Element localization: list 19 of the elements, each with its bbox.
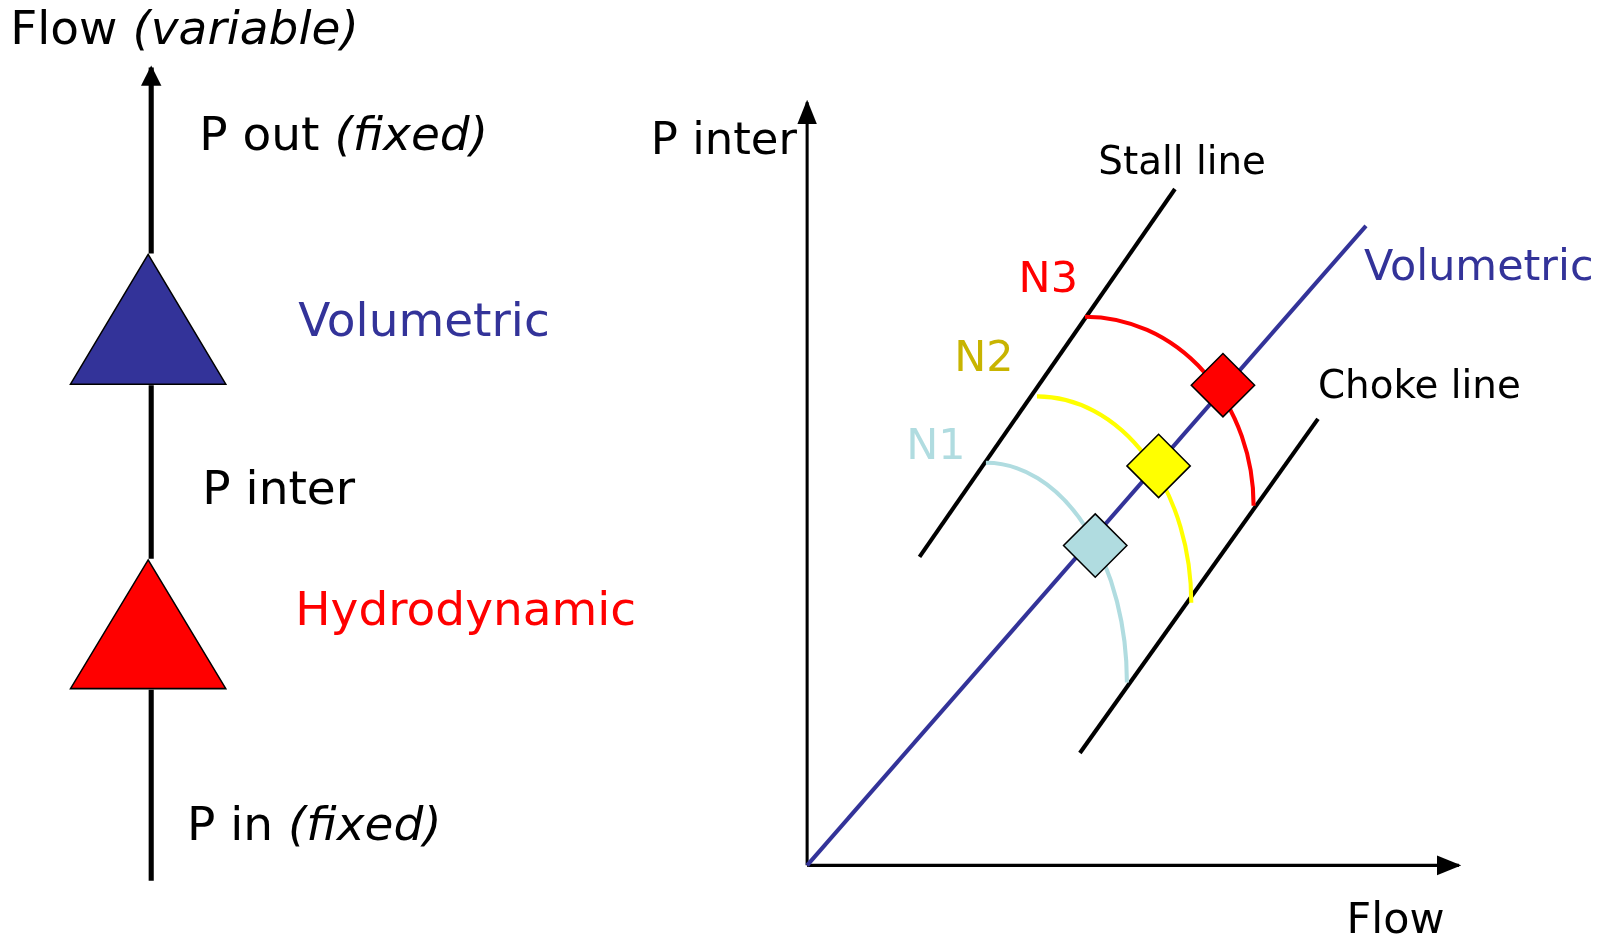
speed-label: N1 [906, 420, 966, 469]
speed-label: N2 [954, 333, 1014, 381]
flow-line [148, 689, 154, 881]
pressure-label: P in (fixed) [186, 797, 442, 850]
line-label: Choke line [1317, 364, 1521, 408]
axis-label: Flow (variable) [10, 2, 359, 54]
flow-line [141, 65, 162, 254]
pump-label: Hydrodynamic [295, 583, 637, 636]
axis-label: Flow [1346, 895, 1445, 943]
pressure-label: P out (fixed) [199, 108, 489, 160]
flow-line [148, 385, 154, 559]
speed-label: N3 [1018, 254, 1078, 302]
triangle-symbol [69, 558, 227, 690]
triangle-symbol [69, 253, 227, 386]
line-label: Stall line [1098, 139, 1266, 183]
line-label: Volumetric [1363, 242, 1594, 290]
axis-label: P inter [650, 114, 797, 164]
pressure-label: P inter [202, 461, 356, 514]
pump-label: Volumetric [298, 294, 550, 346]
